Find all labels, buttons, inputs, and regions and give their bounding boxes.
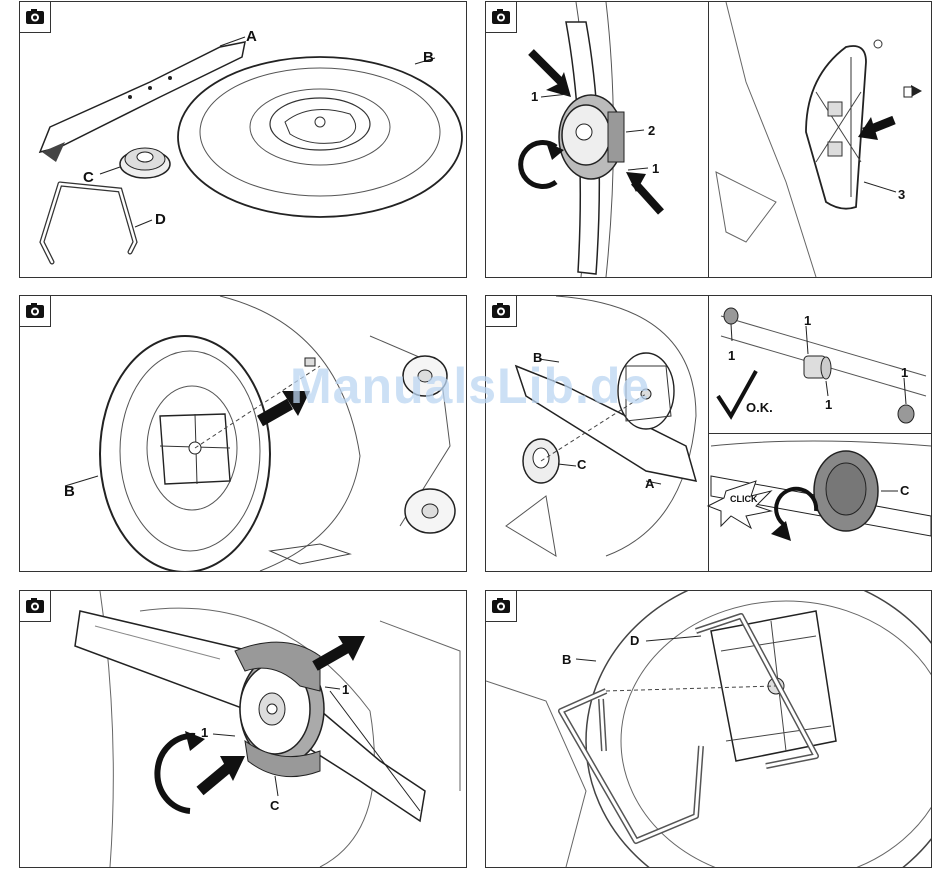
label-blade-a: A xyxy=(246,29,257,44)
store-disc-illustration xyxy=(486,591,931,867)
panel-parts-overview: A B C D xyxy=(19,1,467,278)
fit-blade-illustration xyxy=(486,296,931,571)
label-pin-1: 1 xyxy=(804,314,811,327)
label-clip-1-top: 1 xyxy=(531,90,538,103)
watermark: ManualsLib.de xyxy=(290,357,650,415)
label-disc-b: B xyxy=(64,484,75,499)
fit-disc-illustration xyxy=(20,296,466,571)
label-tab-2: 2 xyxy=(648,124,655,137)
label-nut-c: C xyxy=(577,458,586,471)
label-nut-c: C xyxy=(900,484,909,497)
label-clip-1: 1 xyxy=(342,683,349,696)
parts-illustration xyxy=(20,2,466,277)
panel-fit-blade: B C A 1 1 1 1 O.K. CLICK C xyxy=(485,295,932,572)
label-clip-1-bottom: 1 xyxy=(652,162,659,175)
label-ok: O.K. xyxy=(746,401,773,414)
panel-store-disc: B D xyxy=(485,590,932,868)
panel-lock-nut: 1 1 C xyxy=(19,590,467,868)
label-clip-1: 1 xyxy=(201,726,208,739)
label-disc-b: B xyxy=(423,50,434,65)
label-disc-b: B xyxy=(562,653,571,666)
label-click: CLICK xyxy=(730,494,758,504)
remove-nut-illustration xyxy=(486,2,931,277)
label-nut-c: C xyxy=(83,170,94,185)
label-bracket-d: D xyxy=(630,634,639,647)
label-nut-c: C xyxy=(270,799,279,812)
panel-remove-nut: 1 2 1 3 xyxy=(485,1,932,278)
label-blade-a: A xyxy=(645,477,654,490)
label-pin-1: 1 xyxy=(728,349,735,362)
lock-nut-illustration xyxy=(20,591,466,867)
label-pin-1: 1 xyxy=(825,398,832,411)
label-pin-1: 1 xyxy=(901,366,908,379)
panel-fit-disc: B xyxy=(19,295,467,572)
label-part-3: 3 xyxy=(898,188,905,201)
label-bracket-d: D xyxy=(155,212,166,227)
